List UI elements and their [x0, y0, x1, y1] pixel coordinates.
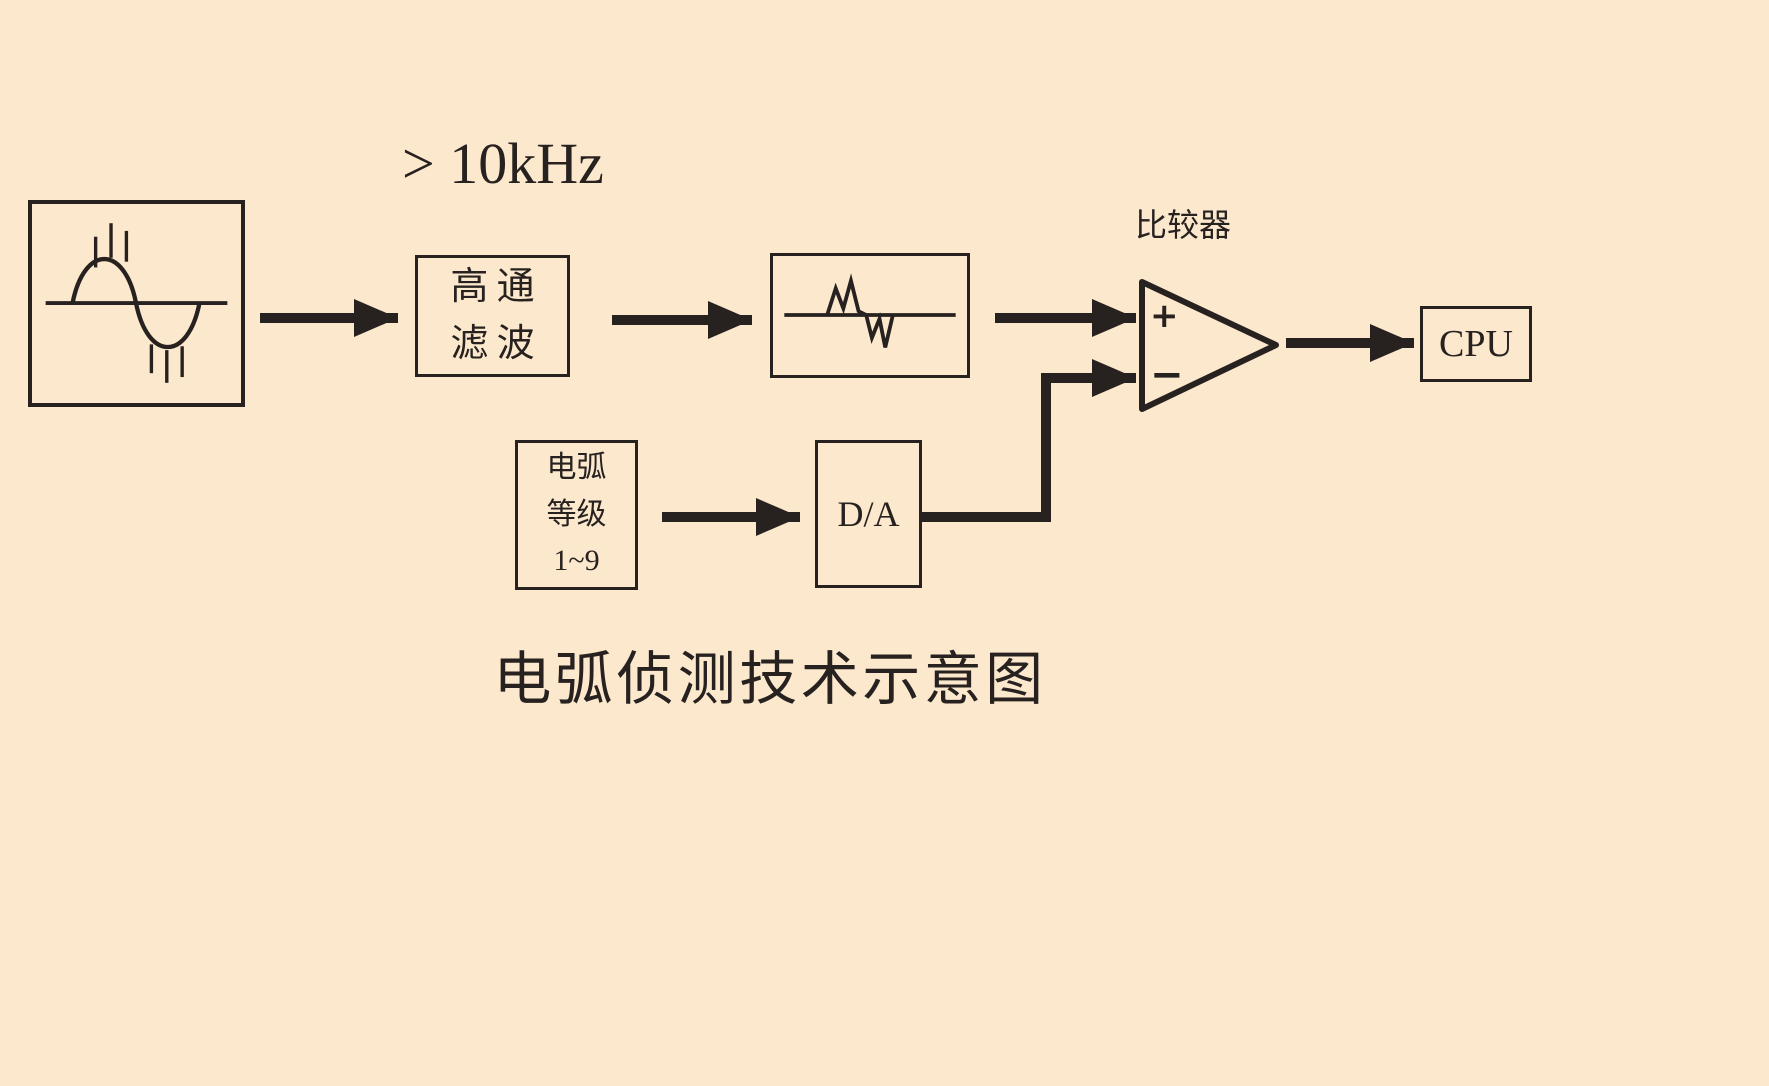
highpass-label-line1: 高通: [450, 266, 544, 308]
arc-level-label-line2: 等级: [546, 497, 607, 531]
cpu-label: CPU: [1439, 323, 1513, 365]
filtered-signal-block: [770, 253, 970, 378]
highpass-label-line2: 滤波: [450, 323, 544, 365]
da-label: D/A: [837, 494, 900, 534]
comparator-minus-sign: −: [1150, 352, 1184, 398]
da-to-comparator-connector: [922, 373, 1080, 522]
arc-noise-waveform-icon: [45, 223, 228, 383]
highpass-filter-block: 高通 滤波: [415, 255, 570, 377]
da-converter-block: D/A: [815, 440, 922, 588]
filtered-spikes-waveform-icon: [784, 273, 956, 348]
comparator-plus-sign: +: [1150, 296, 1179, 336]
arc-level-label-line1: 电弧: [546, 451, 607, 485]
arc-level-label-line3: 1~9: [553, 544, 600, 578]
comparator-triangle-icon: [1139, 279, 1279, 412]
diagram-title: 电弧侦测技术示意图: [493, 647, 1047, 712]
cpu-block: CPU: [1420, 306, 1532, 382]
frequency-label: > 10kHz: [402, 131, 604, 196]
arc-signal-source-block: [28, 200, 245, 407]
arc-level-block: 电弧 等级 1~9: [515, 440, 638, 590]
comparator-label: 比较器: [1134, 207, 1231, 243]
